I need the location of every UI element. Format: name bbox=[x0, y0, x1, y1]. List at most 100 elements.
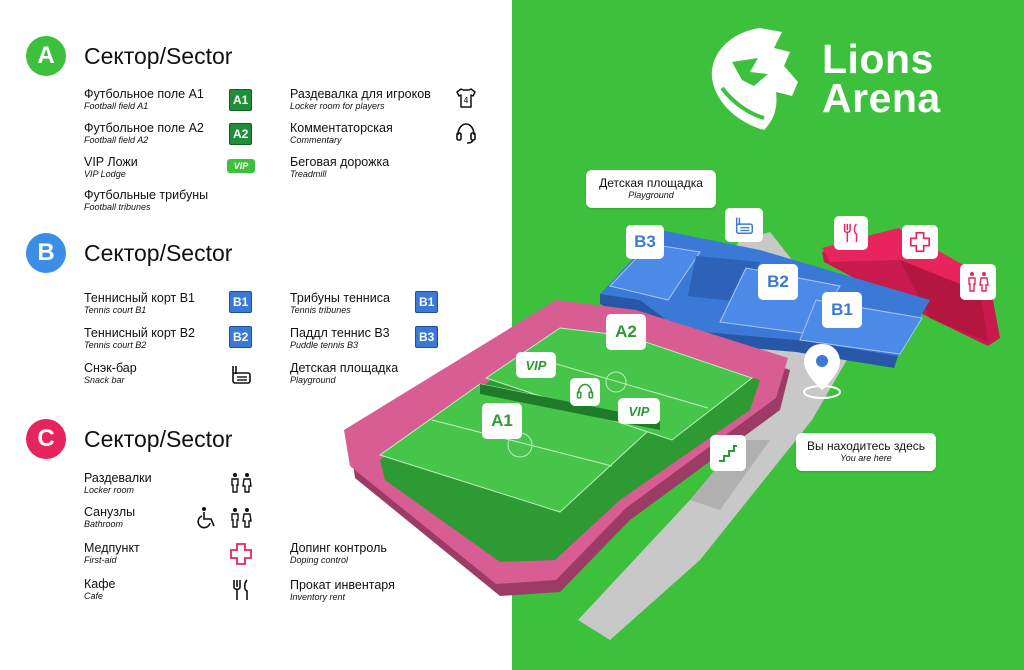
legend-label-en: Locker room for players bbox=[290, 101, 385, 111]
tag-b1: B1 bbox=[229, 291, 253, 313]
map-pin-a1: A1 bbox=[482, 403, 522, 439]
legend-label: Теннисный корт В2 bbox=[84, 326, 195, 340]
map-pin-cafe bbox=[834, 216, 868, 250]
legend-label-en: Tennis court B1 bbox=[84, 305, 147, 315]
legend-label-en: Locker room bbox=[84, 485, 135, 495]
sector-b-title: Сектор/Sector bbox=[84, 239, 233, 266]
legend-label-en: Commentary bbox=[290, 135, 342, 145]
legend-label: Паддл теннис В3 bbox=[290, 326, 390, 340]
legend-item-doping-control: Допинг контроль Doping control bbox=[290, 541, 470, 566]
legend-label-en: Football field A1 bbox=[84, 101, 149, 111]
legend-label-en: Tennis court B2 bbox=[84, 340, 147, 350]
restroom-icon bbox=[968, 272, 989, 292]
legend-label: Раздевалка для игроков bbox=[290, 87, 431, 101]
legend-label-en: Cafe bbox=[84, 591, 104, 601]
sector-b-badge: B bbox=[26, 233, 66, 273]
first-aid-cross-icon bbox=[229, 542, 253, 566]
legend-item-locker-room: Раздевалки Locker room bbox=[84, 471, 264, 496]
tag-b2: B2 bbox=[229, 326, 253, 348]
tag-vip: VIP bbox=[227, 159, 255, 173]
legend-label: Теннисный корт В1 bbox=[84, 291, 195, 305]
legend-label-en: Playground bbox=[290, 375, 336, 385]
legend-item-football-tribunes: Футбольные трибуны Football tribunes bbox=[84, 188, 264, 213]
map-pin-stairs bbox=[710, 435, 746, 471]
map-pin-b3: B3 bbox=[626, 225, 664, 259]
you-are-here-callout: Вы находитесь здесь You are here bbox=[796, 433, 936, 471]
snack-bar-icon bbox=[735, 217, 753, 234]
legend-item-snack-bar: Снэк-бар Snack bar bbox=[84, 361, 264, 386]
restroom-icon bbox=[229, 506, 253, 530]
legend-label-en: Snack bar bbox=[84, 375, 125, 385]
legend-item-vip: VIP Ложи VIP Lodge bbox=[84, 155, 264, 180]
legend-label: Медпункт bbox=[84, 541, 140, 555]
tag-a2: A2 bbox=[229, 123, 253, 145]
headset-icon bbox=[454, 121, 478, 145]
headset-icon bbox=[576, 383, 594, 399]
legend-label-en: Inventory rent bbox=[290, 592, 346, 602]
sector-c-title: Сектор/Sector bbox=[84, 425, 233, 452]
legend-label-en: Football field A2 bbox=[84, 135, 149, 145]
legend-label: Комментаторская bbox=[290, 121, 393, 135]
legend-label: Трибуны тенниса bbox=[290, 291, 390, 305]
legend-item-a1: Футбольное поле А1 Football field A1 bbox=[84, 87, 264, 112]
playground-callout: Детская площадка Playground bbox=[586, 170, 716, 208]
legend-label-en: Football tribunes bbox=[84, 202, 151, 212]
sector-c-badge: C bbox=[26, 419, 66, 459]
restroom-icon bbox=[229, 471, 253, 495]
tshirt-number: 4 bbox=[463, 96, 468, 105]
map-pin-restroom bbox=[960, 264, 996, 300]
callout-label-en: Playground bbox=[628, 190, 674, 200]
legend-label-en: Bathroom bbox=[84, 519, 124, 529]
map-pin-b1: B1 bbox=[822, 292, 862, 328]
sector-a-title: Сектор/Sector bbox=[84, 42, 233, 69]
legend-label: VIP Ложи bbox=[84, 155, 138, 169]
map-pin-vip-2: VIP bbox=[618, 398, 660, 424]
legend-label-en: Treadmill bbox=[290, 169, 327, 179]
sector-b-header: B Сектор/Sector bbox=[26, 233, 232, 273]
callout-label: Вы находитесь здесь bbox=[806, 439, 926, 453]
tshirt-icon: 4 bbox=[454, 86, 478, 110]
legend-item-a2: Футбольное поле А2 Football field A2 bbox=[84, 121, 264, 146]
legend-label-en: VIP Lodge bbox=[84, 169, 126, 179]
legend-item-cafe: Кафе Cafe bbox=[84, 577, 264, 602]
fork-knife-icon bbox=[843, 223, 858, 243]
legend-item-b3: Паддл теннис В3 Puddle tennis B3 bbox=[290, 326, 470, 351]
legend-item-b2: Теннисный корт В2 Tennis court B2 bbox=[84, 326, 264, 351]
legend-label-en: Puddle tennis B3 bbox=[290, 340, 359, 350]
snack-bar-icon bbox=[229, 362, 253, 386]
legend-item-bathroom: Санузлы Bathroom bbox=[84, 505, 264, 530]
legend-label: Футбольное поле А2 bbox=[84, 121, 204, 135]
legend-label-en: Tennis tribunes bbox=[290, 305, 351, 315]
logo-line2: Arena bbox=[822, 75, 941, 121]
map-pin-b2: B2 bbox=[758, 264, 798, 300]
legend-label: Прокат инвентаря bbox=[290, 578, 395, 592]
first-aid-cross-icon bbox=[910, 232, 930, 252]
map-pin-vip-1: VIP bbox=[516, 352, 556, 378]
map-pin-snack-bar bbox=[725, 208, 763, 242]
callout-label-en: You are here bbox=[840, 453, 892, 463]
sector-a-header: A Сектор/Sector bbox=[26, 36, 232, 76]
legend-label: Беговая дорожка bbox=[290, 155, 390, 169]
legend-label: Санузлы bbox=[84, 505, 136, 519]
legend-item-commentary: Комментаторская Commentary bbox=[290, 121, 470, 146]
tag-b1-tribunes: B1 bbox=[415, 291, 439, 313]
sector-c-header: C Сектор/Sector bbox=[26, 419, 232, 459]
lion-logo-icon bbox=[711, 28, 798, 130]
sector-a-badge: A bbox=[26, 36, 66, 76]
legend-label: Детская площадка bbox=[290, 361, 399, 375]
logo-wordmark: Lions Arena bbox=[822, 36, 941, 121]
legend-item-b1: Теннисный корт В1 Tennis court B1 bbox=[84, 291, 264, 316]
stairs-icon bbox=[719, 445, 737, 462]
tag-b3: B3 bbox=[415, 326, 439, 348]
legend-label: Футбольное поле А1 bbox=[84, 87, 204, 101]
legend-item-treadmill: Беговая дорожка Treadmill bbox=[290, 155, 470, 180]
legend-label: Раздевалки bbox=[84, 471, 152, 485]
legend-label: Футбольные трибуны bbox=[84, 188, 209, 202]
you-are-here-marker-icon bbox=[800, 344, 844, 399]
legend-item-playground: Детская площадка Playground bbox=[290, 361, 470, 386]
legend-label: Допинг контроль bbox=[290, 541, 387, 555]
logo-line1: Lions bbox=[822, 36, 934, 82]
map-pin-a2: A2 bbox=[606, 314, 646, 350]
callout-label: Детская площадка bbox=[599, 176, 703, 190]
